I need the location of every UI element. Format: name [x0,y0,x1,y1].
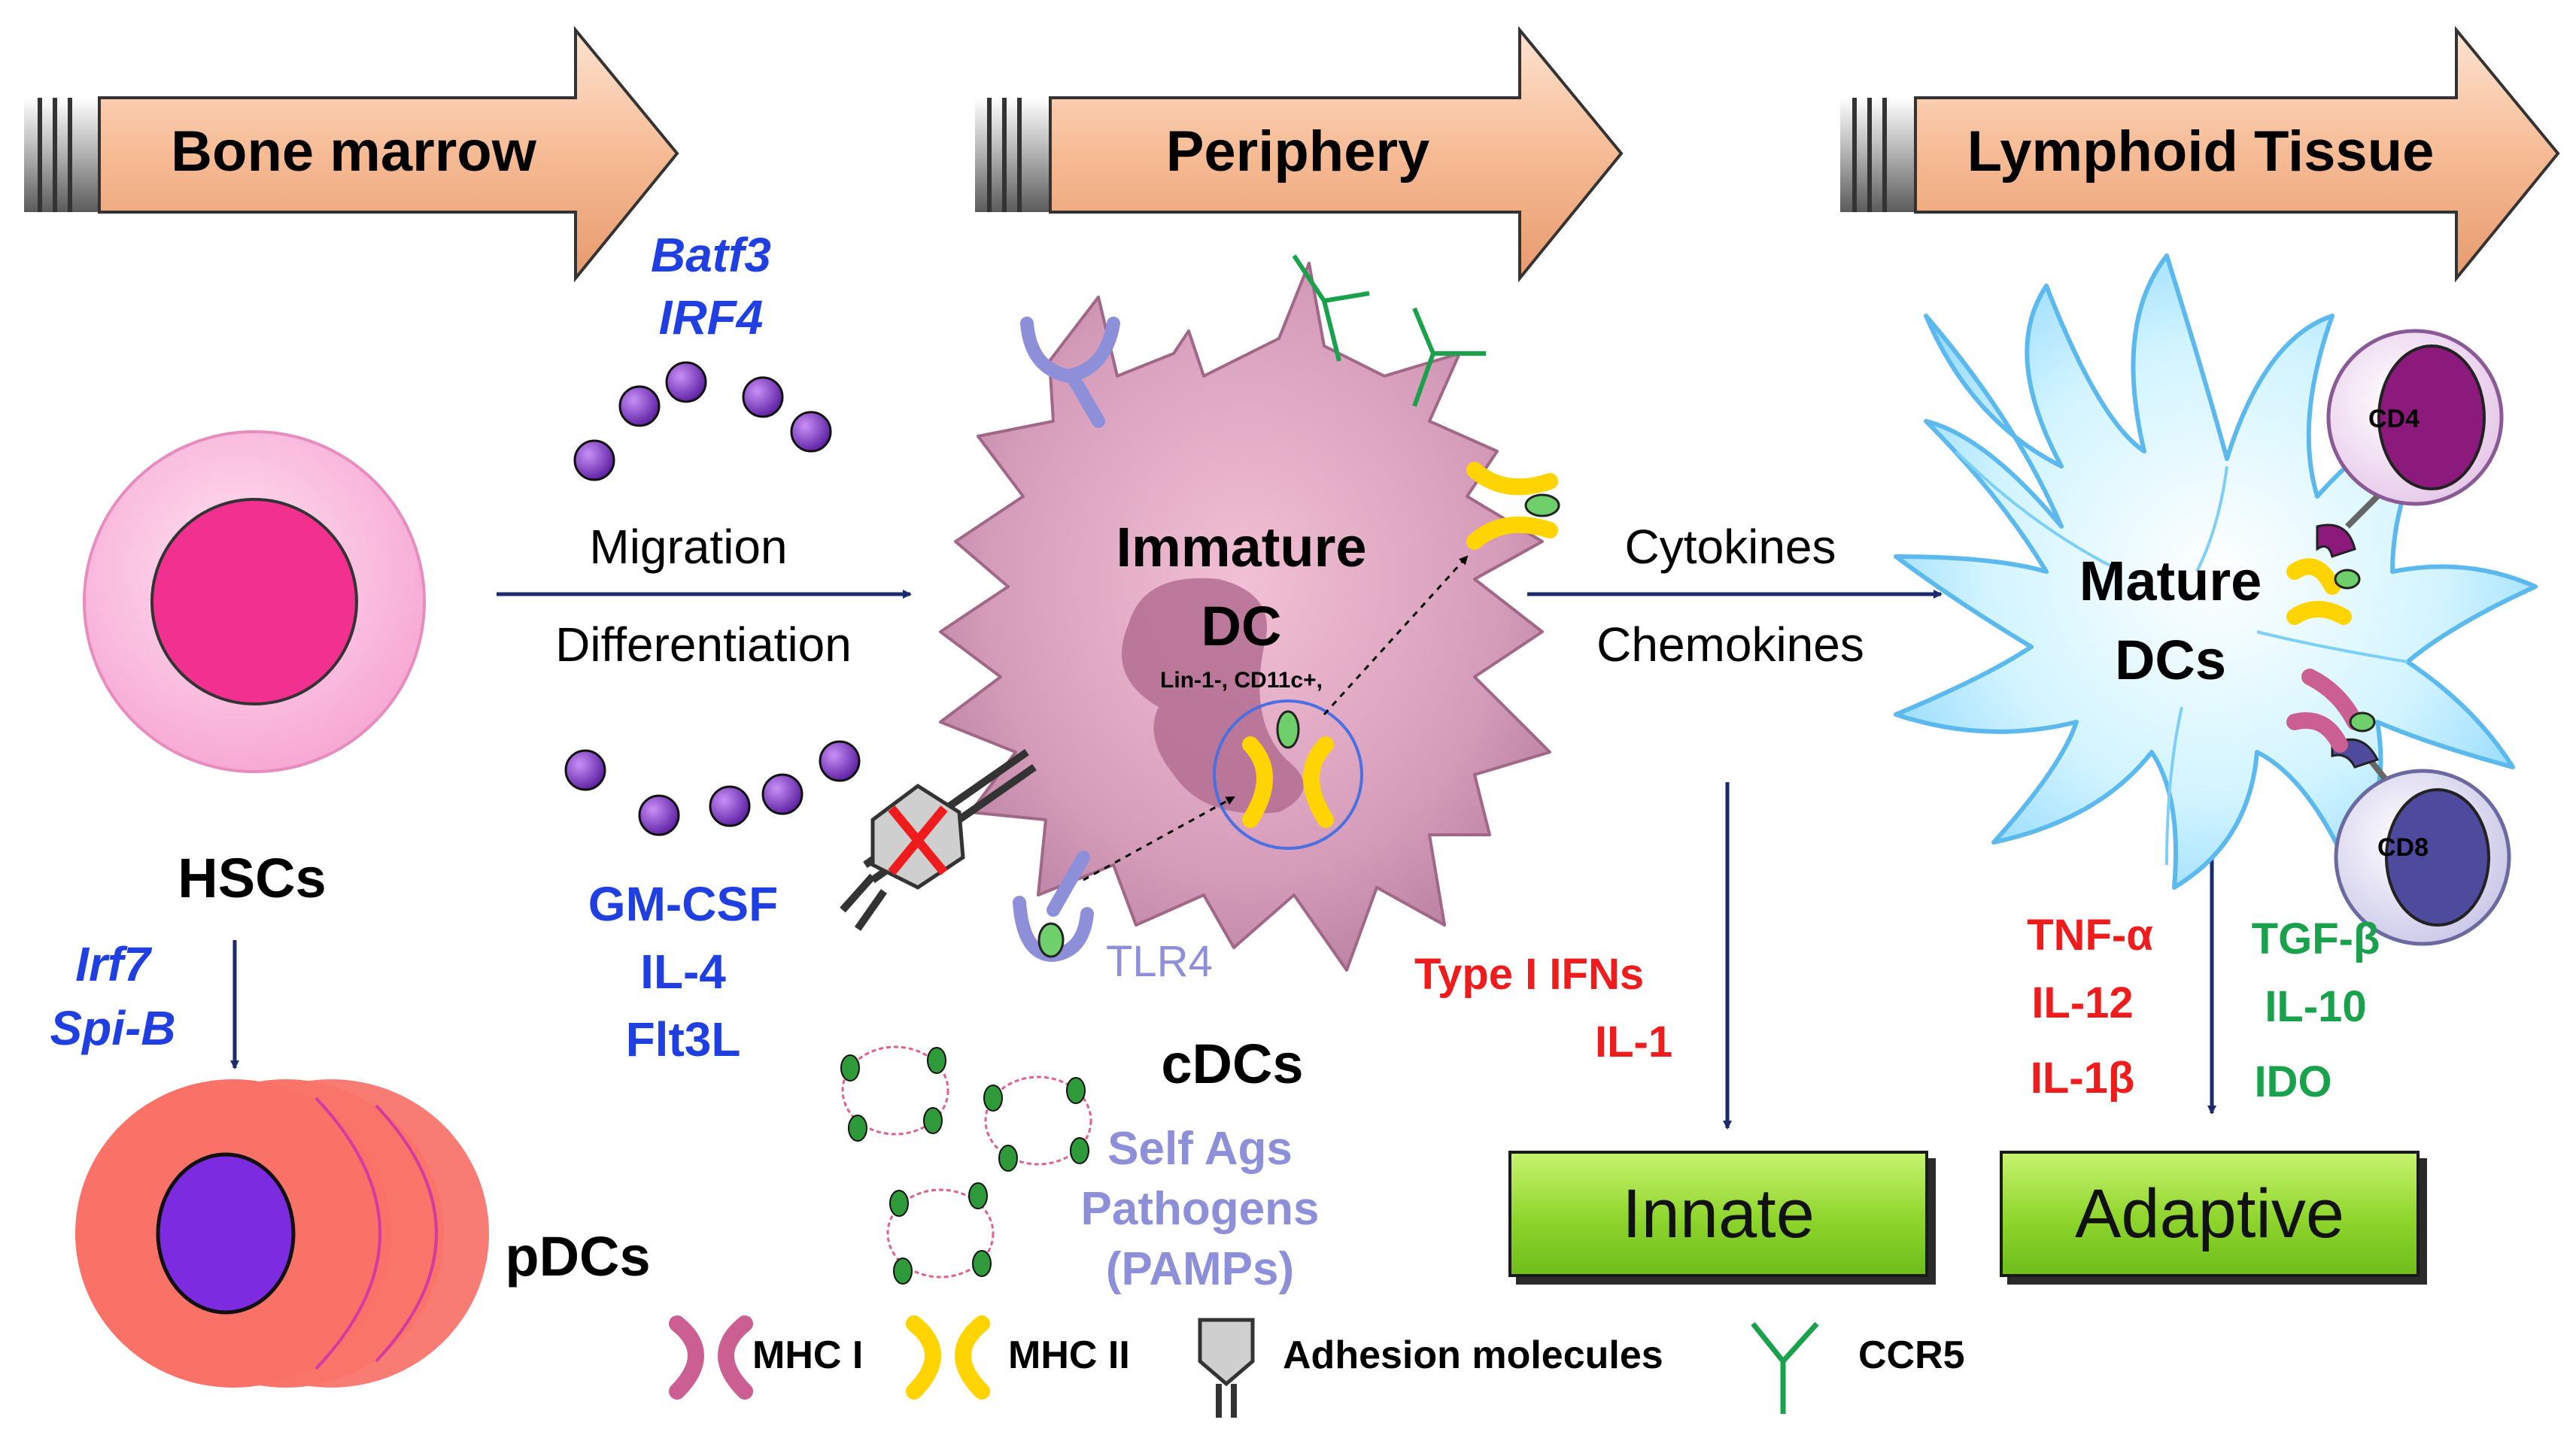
stage-label-periphery: Periphery [1165,120,1430,184]
cd4-t-cell [2316,329,2504,558]
cd8-label: CD8 [2377,833,2429,862]
innate-cytokine-il1: IL-1 [1595,1018,1673,1066]
antigen-blob-1 [840,1045,949,1142]
cytokine-il10: IL-10 [2265,982,2367,1031]
gf-flt3l: Flt3L [625,1012,741,1066]
surface-mhc2-complex [1466,462,1560,550]
mature-dc-mhc2-complex [2286,558,2361,625]
immature-dc-markers: Lin-1-, CD11c+, [1160,668,1323,693]
process-migration: Migration [589,520,788,574]
legend-adhesion-label: Adhesion molecules [1283,1333,1663,1377]
tf-spib: Spi-B [50,1001,176,1055]
tf-batf3: Batf3 [650,228,772,282]
cd4-label: CD4 [2368,405,2420,433]
pathogens-label: Pathogens [1080,1183,1320,1235]
immature-dc-title-1: Immature [1116,516,1367,578]
legend-ccr5-label: CCR5 [1858,1333,1965,1377]
pdc-cell [75,1079,489,1388]
antigen-blob-2 [983,1075,1092,1172]
mature-dc-cell [1894,253,2538,890]
hsc-cell [83,430,426,773]
legend-adhesion-icon [1198,1318,1255,1418]
legend-mhc2-label: MHC II [1008,1333,1130,1377]
signal-chemokines: Chemokines [1596,617,1864,672]
self-ags-label: Self Ags [1107,1123,1293,1175]
cdcs-label: cDCs [1161,1033,1304,1095]
cytokine-tgfb: TGF-β [2251,915,2380,963]
stage-label-bone-marrow: Bone marrow [171,120,536,184]
immature-dc-title-2: DC [1201,595,1282,657]
internal-mhc2-complex [1213,699,1363,850]
mature-dc-title-2: DCs [2114,629,2227,691]
cytokine-ido: IDO [2254,1057,2332,1106]
cytokine-tnf: TNF-α [2027,911,2153,960]
gf-gmcsf: GM-CSF [588,877,779,931]
legend-ccr5-icon [1751,1321,1819,1414]
process-differentiation: Differentiation [555,617,852,672]
cytokine-il1b: IL-1β [2030,1054,2135,1103]
pamps-label: (PAMPs) [1105,1243,1295,1295]
pdc-label: pDCs [505,1225,651,1288]
adhesion-molecule-blocked [840,748,1037,931]
adaptive-box: Adaptive [2000,1151,2420,1277]
innate-box-label: Innate [1622,1175,1815,1252]
mature-dc-mhc1-complex [2286,669,2376,753]
legend-mhc2-icon [906,1315,990,1400]
antigen-uptake-arrow [1083,796,1235,881]
cytokine-dots-bottom [564,740,861,836]
stage-arrow-periphery [975,26,1624,283]
stage-arrow-bone-marrow [24,26,679,283]
antigen-blob-3 [886,1182,995,1285]
mature-dc-title-1: Mature [2079,550,2262,612]
tlr-receptor-top [1020,317,1120,428]
innate-box: Innate [1508,1151,1928,1277]
tlr4-receptor [1013,851,1094,963]
hsc-label: HSCs [178,847,327,909]
cytokine-dots-top [573,361,832,481]
legend-mhc1-icon [669,1315,753,1400]
signal-cytokines: Cytokines [1624,520,1836,574]
innate-cytokine-ifns: Type I IFNs [1414,950,1645,999]
ccr5-receptors [1292,254,1486,408]
cd8-t-cell [2331,738,2511,946]
tf-irf4: IRF4 [658,290,764,344]
legend-mhc1-label: MHC I [752,1333,864,1377]
tf-irf7: Irf7 [75,937,150,991]
stage-label-lymphoid-tissue: Lymphoid Tissue [1967,120,2435,184]
cytokine-il12: IL-12 [2031,978,2134,1027]
adaptive-box-label: Adaptive [2074,1175,2345,1252]
gf-il4: IL-4 [640,945,726,999]
tlr4-label: TLR4 [1106,937,1213,986]
stage-arrow-lymphoid-tissue [1840,26,2560,283]
